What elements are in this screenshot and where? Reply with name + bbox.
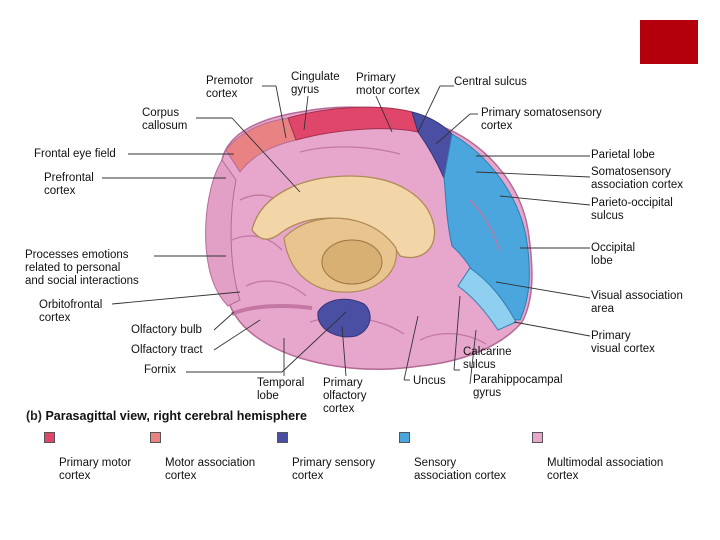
label-cingulate-gyrus: Cingulate gyrus: [291, 71, 340, 96]
label-parietal-lobe: Parietal lobe: [591, 149, 655, 161]
label-parieto-occipital-sulcus: Parieto-occipital sulcus: [591, 197, 673, 222]
label-corpus-callosum: Corpus callosum: [142, 107, 188, 132]
label-premotor-cortex: Premotor cortex: [206, 75, 254, 100]
label-primary-olfactory-cortex: Primary olfactory cortex: [323, 377, 367, 415]
label-orbitofrontal-cortex: Orbitofrontal cortex: [39, 299, 103, 324]
thalamus: [321, 239, 383, 285]
label-occipital-lobe: Occipital lobe: [591, 242, 636, 267]
label-parahippocampal-gyrus: Parahippocampal gyrus: [473, 374, 563, 399]
label-primary-visual-cortex: Primary visual cortex: [591, 330, 655, 355]
legend-primary-sensory: Primary sensory cortex: [277, 431, 375, 483]
label-olfactory-tract: Olfactory tract: [131, 344, 203, 356]
legend-swatch: [399, 432, 410, 443]
legend-label: Primary motor cortex: [59, 457, 132, 482]
label-temporal-lobe: Temporal lobe: [257, 377, 305, 402]
primary-visual-region: [457, 267, 517, 331]
figure-caption: (b) Parasagittal view, right cerebral he…: [26, 409, 307, 423]
legend-swatch: [150, 432, 161, 443]
legend-swatch: [277, 432, 288, 443]
label-calcarine-sulcus: Calcarine sulcus: [463, 346, 512, 371]
label-somatosensory-association: Somatosensory association cortex: [591, 166, 684, 191]
label-processes-emotions: Processes emotions related to personal a…: [25, 249, 139, 287]
label-prefrontal-cortex: Prefrontal cortex: [44, 172, 94, 197]
label-central-sulcus: Central sulcus: [454, 76, 527, 88]
label-primary-somatosensory: Primary somatosensory cortex: [481, 107, 602, 132]
caption-letter: (b): [26, 409, 42, 423]
legend-multimodal-association: Multimodal association cortex: [532, 431, 663, 483]
label-fornix: Fornix: [144, 364, 176, 376]
label-uncus: Uncus: [413, 375, 446, 387]
leader-lines: [102, 85, 591, 385]
label-primary-motor-cortex: Primary motor cortex: [356, 72, 420, 97]
olfactory-tract: [231, 304, 313, 316]
label-olfactory-bulb: Olfactory bulb: [131, 324, 202, 336]
corpus-callosum: [251, 175, 436, 259]
legend-motor-association: Motor association cortex: [150, 431, 255, 483]
legend-label: Multimodal association cortex: [547, 457, 664, 482]
label-frontal-eye-field: Frontal eye field: [34, 148, 116, 160]
sensory-association-region: [443, 133, 530, 321]
caption-text: Parasagittal view, right cerebral hemisp…: [45, 409, 307, 423]
legend-label: Primary sensory cortex: [292, 457, 376, 482]
legend-primary-motor: Primary motor cortex: [44, 431, 131, 483]
legend-label: Motor association cortex: [165, 457, 256, 482]
frontal-pole: [205, 159, 241, 307]
legend-swatch: [44, 432, 55, 443]
legend-label: Sensory association cortex: [414, 457, 507, 482]
label-visual-association-area: Visual association area: [591, 290, 683, 315]
red-corner-box: [640, 20, 698, 64]
primary-olfactory-region: [317, 298, 371, 338]
legend-sensory-association: Sensory association cortex: [399, 431, 506, 483]
legend-swatch: [532, 432, 543, 443]
